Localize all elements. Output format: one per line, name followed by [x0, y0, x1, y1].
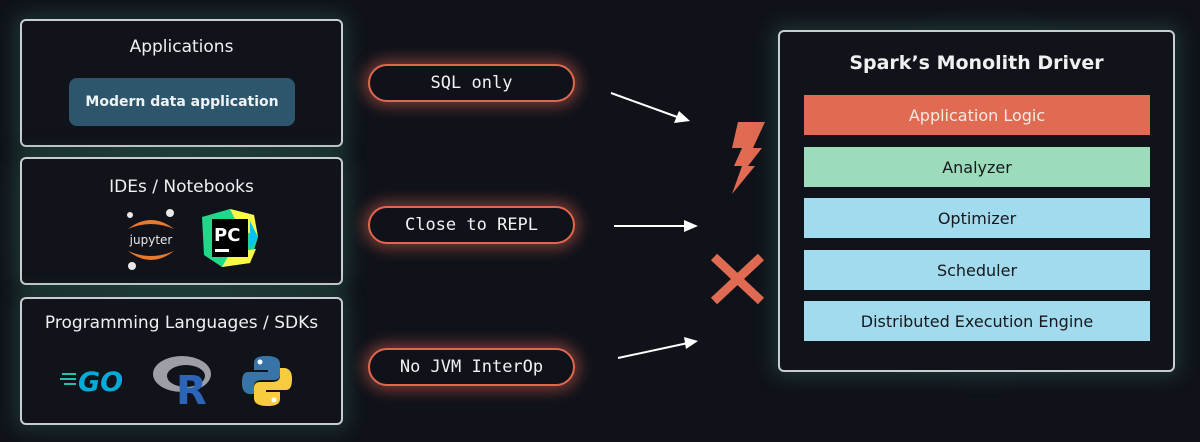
go-logo-icon: GO [60, 361, 138, 397]
modern-data-application-chip: Modern data application [69, 78, 295, 126]
pycharm-wordmark: PC [214, 225, 240, 246]
applications-panel: Applications Modern data application [20, 19, 343, 147]
r-wordmark: R [176, 368, 207, 406]
close-to-repl-pill: Close to REPL [368, 206, 575, 244]
layer-scheduler: Scheduler [804, 250, 1150, 290]
r-logo-icon: R [152, 354, 216, 406]
applications-title: Applications [129, 37, 234, 57]
layer-application-logic: Application Logic [804, 95, 1150, 135]
jupyter-logo-icon: jupyter [122, 209, 180, 271]
lightning-bolt-icon [732, 122, 765, 194]
no-jvm-interop-pill: No JVM InterOp [368, 348, 575, 386]
languages-sdks-panel: Programming Languages / SDKs GO R [20, 297, 343, 425]
languages-sdks-title: Programming Languages / SDKs [44, 313, 319, 333]
x-cross-icon [710, 253, 765, 305]
spark-monolith-driver-panel: Spark’s Monolith Driver Application Logi… [778, 30, 1175, 372]
arrow-icon-jvm [617, 337, 698, 359]
python-logo-icon [240, 354, 294, 408]
driver-title: Spark’s Monolith Driver [849, 52, 1104, 74]
arrow-icon-repl [614, 220, 698, 232]
jupyter-wordmark: jupyter [129, 233, 173, 247]
sql-only-pill: SQL only [368, 64, 575, 102]
connector-arrows [610, 92, 765, 359]
pycharm-logo-icon: PC [200, 209, 260, 269]
arrow-icon-sql [610, 92, 690, 123]
layer-distributed-execution-engine: Distributed Execution Engine [804, 301, 1150, 341]
ides-notebooks-panel: IDEs / Notebooks jupyter PC [20, 157, 343, 285]
layer-analyzer: Analyzer [804, 147, 1150, 187]
ides-notebooks-title: IDEs / Notebooks [109, 177, 254, 197]
layer-optimizer: Optimizer [804, 198, 1150, 238]
go-wordmark: GO [78, 367, 123, 397]
